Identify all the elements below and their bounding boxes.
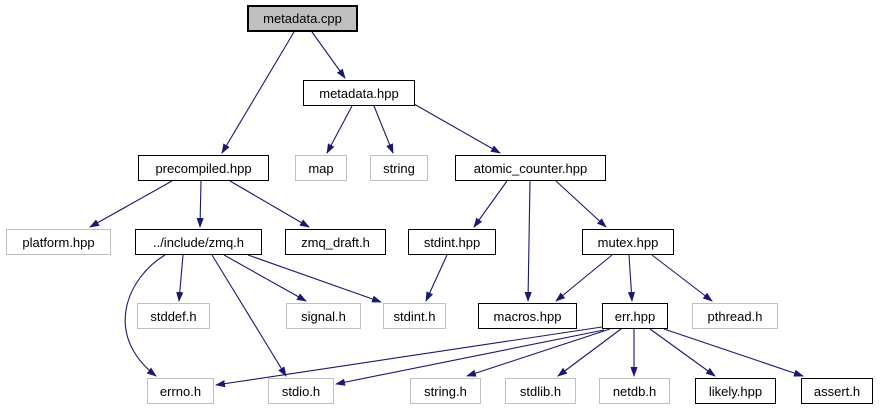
node-label: assert.h bbox=[813, 383, 861, 399]
edge-err-hpp-to-stdio-h bbox=[335, 329, 605, 386]
node-label: errno.h bbox=[159, 383, 202, 399]
node-label: precompiled.hpp bbox=[155, 160, 252, 176]
node-metadata-hpp[interactable]: metadata.hpp bbox=[303, 80, 415, 106]
node-label: likely.hpp bbox=[708, 383, 763, 399]
edge-err-hpp-to-stdlib-h bbox=[557, 328, 622, 377]
node-pthread-h: pthread.h bbox=[692, 303, 778, 329]
node-metadata-cpp: metadata.cpp bbox=[247, 5, 358, 32]
edge-metadata-hpp-to-map bbox=[326, 105, 353, 154]
node-mutex-hpp[interactable]: mutex.hpp bbox=[582, 229, 674, 255]
node-label: macros.hpp bbox=[493, 308, 562, 324]
node-map: map bbox=[295, 155, 347, 181]
edge-mutex-hpp-to-macros-hpp bbox=[555, 254, 613, 302]
node-stdlib-h: stdlib.h bbox=[505, 378, 576, 404]
node-stdio-h: stdio.h bbox=[268, 378, 334, 404]
edge-zmq-h-to-signal-h bbox=[223, 254, 307, 302]
node-zmq-draft-h[interactable]: zmq_draft.h bbox=[285, 229, 386, 255]
node-macros-hpp[interactable]: macros.hpp bbox=[478, 303, 577, 329]
node-label: metadata.hpp bbox=[319, 85, 399, 101]
node-stdint-hpp[interactable]: stdint.hpp bbox=[408, 229, 496, 255]
node-label: signal.h bbox=[301, 308, 346, 324]
edge-zmq-h-to-stddef-h bbox=[176, 254, 184, 302]
node-label: stdlib.h bbox=[519, 383, 562, 399]
node-signal-h: signal.h bbox=[286, 303, 361, 329]
edge-err-hpp-to-errno-h bbox=[215, 326, 603, 388]
node-label: string bbox=[383, 160, 415, 176]
node-label: map bbox=[308, 160, 334, 176]
edge-metadata-cpp-to-precompiled-hpp bbox=[221, 31, 295, 154]
node-label: string.h bbox=[424, 383, 467, 399]
dependency-edges bbox=[89, 31, 804, 388]
edge-zmq-h-to-stdint-h bbox=[247, 254, 382, 303]
node-label: atomic_counter.hpp bbox=[473, 160, 588, 176]
node-string: string bbox=[370, 155, 428, 181]
node-netdb-h: netdb.h bbox=[599, 378, 670, 404]
node-precompiled-hpp[interactable]: precompiled.hpp bbox=[138, 155, 269, 181]
edge-precompiled-hpp-to-platform-hpp bbox=[89, 180, 173, 228]
node-label: pthread.h bbox=[707, 308, 763, 324]
edge-atomic-counter-hpp-to-stdint-hpp bbox=[473, 180, 508, 228]
node-platform-hpp: platform.hpp bbox=[6, 229, 111, 255]
node-label: stdint.h bbox=[393, 308, 436, 324]
edge-zmq-h-to-errno-h bbox=[124, 254, 166, 377]
edge-mutex-hpp-to-pthread-h bbox=[651, 254, 713, 302]
node-label: err.hpp bbox=[614, 308, 656, 324]
node-atomic-counter-hpp[interactable]: atomic_counter.hpp bbox=[455, 155, 606, 181]
node-label: stdint.hpp bbox=[423, 234, 481, 250]
edge-atomic-counter-hpp-to-mutex-hpp bbox=[555, 180, 607, 228]
node-label: netdb.h bbox=[612, 383, 657, 399]
edge-zmq-h-to-stdio-h bbox=[211, 254, 287, 377]
node-label: metadata.cpp bbox=[263, 11, 342, 26]
node-stdint-h: stdint.h bbox=[383, 303, 446, 329]
node-zmq-h[interactable]: ../include/zmq.h bbox=[135, 229, 262, 255]
edge-mutex-hpp-to-err-hpp bbox=[627, 254, 636, 302]
node-label: platform.hpp bbox=[22, 234, 95, 250]
node-err-hpp[interactable]: err.hpp bbox=[602, 303, 668, 329]
edge-precompiled-hpp-to-zmq-draft-h bbox=[229, 180, 310, 228]
edge-err-hpp-to-likely-hpp bbox=[649, 328, 716, 377]
node-label: mutex.hpp bbox=[597, 234, 659, 250]
edge-metadata-hpp-to-atomic-counter-hpp bbox=[413, 103, 501, 154]
edge-err-hpp-to-string-h bbox=[466, 328, 611, 377]
edge-metadata-hpp-to-string bbox=[373, 105, 394, 154]
edge-precompiled-hpp-to-zmq-h bbox=[196, 180, 204, 228]
node-stddef-h: stddef.h bbox=[137, 303, 210, 329]
edge-atomic-counter-hpp-to-macros-hpp bbox=[524, 180, 532, 302]
node-likely-hpp[interactable]: likely.hpp bbox=[695, 378, 776, 404]
node-errno-h: errno.h bbox=[147, 378, 214, 404]
node-label: stdio.h bbox=[281, 383, 321, 399]
edge-metadata-cpp-to-metadata-hpp bbox=[311, 31, 346, 79]
node-string-h: string.h bbox=[410, 378, 481, 404]
node-assert-h[interactable]: assert.h bbox=[801, 378, 873, 404]
edge-err-hpp-to-assert-h bbox=[663, 328, 804, 377]
node-label: stddef.h bbox=[150, 308, 197, 324]
edge-stdint-hpp-to-stdint-h bbox=[425, 254, 448, 302]
node-label: zmq_draft.h bbox=[301, 234, 370, 250]
node-label: ../include/zmq.h bbox=[152, 234, 245, 250]
